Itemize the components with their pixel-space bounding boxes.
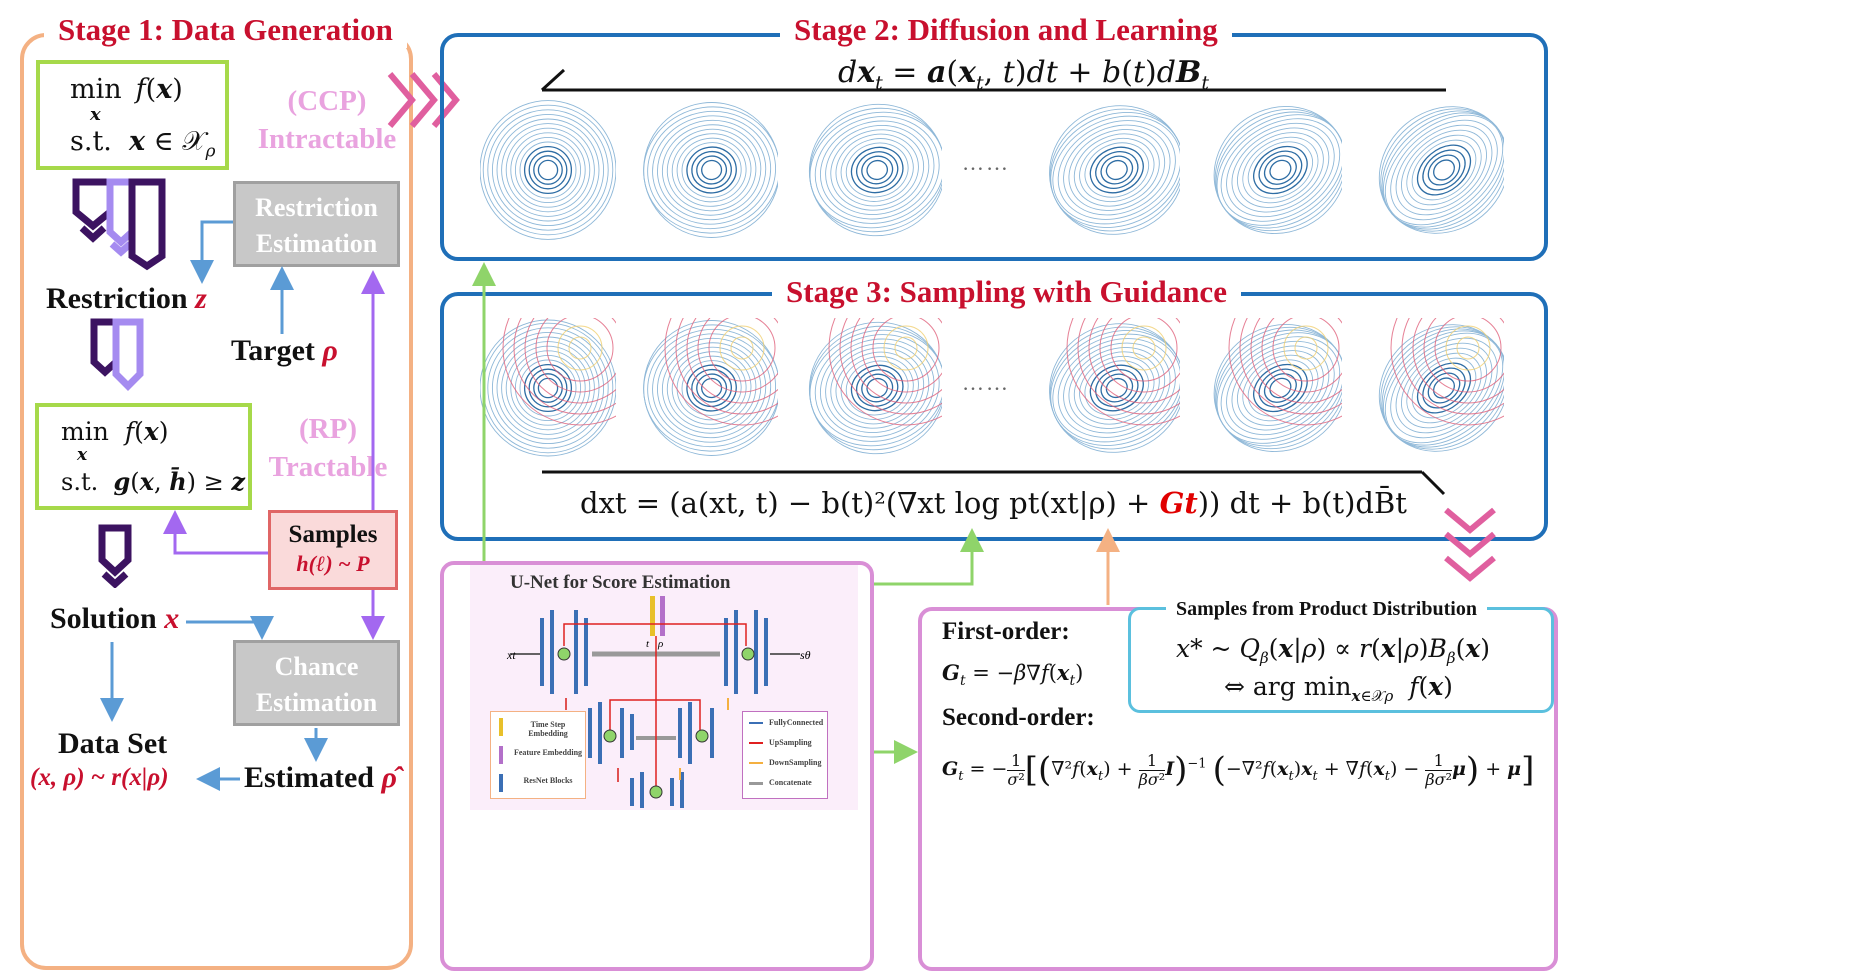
samples-expr: h(ℓ) ~ P <box>296 551 370 576</box>
unet-title: U-Net for Score Estimation <box>510 572 731 593</box>
legend-concatenate: Concatenate <box>769 778 812 787</box>
rp-label: (RP) Tractable <box>268 413 388 483</box>
first-order-expr: Gt = −β∇f(xt) <box>942 660 1084 690</box>
stage3-sde: dxt = (a(xt, t) − b(t)²(∇xt log pt(xt|ρ)… <box>580 486 1407 520</box>
stage2-time-arrow <box>540 68 1446 92</box>
stage3-contour-plots <box>480 318 1504 457</box>
unet-legend-right: FullyConnected UpSampling DownSampling C… <box>742 711 828 799</box>
estimated-label: Estimated ρ̂ <box>244 761 397 794</box>
product-line2: ⇔ arg minx∈𝒳ρ f(x) <box>1224 672 1453 705</box>
contour-plot <box>1378 106 1504 234</box>
flow-chevron-solution <box>98 524 132 588</box>
unet-architecture <box>510 596 800 808</box>
restriction-label: Restriction z <box>46 282 207 315</box>
product-line1: x* ~ Qβ(x|ρ) ∝ r(x|ρ)Bβ(x) <box>1176 634 1491 667</box>
stage1-title: Stage 1: Data Generation <box>44 12 407 48</box>
samples-box: Samples h(ℓ) ~ P <box>268 510 398 590</box>
first-order-title: First-order: <box>942 618 1070 645</box>
stage2-sde: dxt = a(xt, t)dt + b(t)dBt <box>838 55 1209 94</box>
unet-t-label: t <box>646 638 650 650</box>
samples-title: Samples <box>288 521 378 548</box>
contour-plot <box>1049 105 1180 235</box>
stage2-ellipsis: …… <box>962 150 1010 175</box>
stage2-title: Stage 2: Diffusion and Learning <box>780 12 1232 48</box>
flow-chevrons-mid <box>90 318 144 391</box>
ccp-min-subscript: x <box>90 104 101 125</box>
legend-fc: FullyConnected <box>769 718 824 727</box>
dataset-label: Data Set <box>58 727 168 760</box>
contour-plot <box>1213 106 1342 234</box>
stage1-arrows <box>100 220 385 791</box>
contour-plot <box>480 318 616 457</box>
contour-plot <box>480 100 616 240</box>
unet-legend-left: Time Step Embedding Feature Embedding Re… <box>490 711 586 799</box>
legend-time-step: Time Step Embedding <box>528 720 568 738</box>
stage3-ellipsis: …… <box>962 370 1010 395</box>
unet-input: xt <box>507 648 516 662</box>
stage2-contour-plots <box>480 100 1504 240</box>
product-title: Samples from Product Distribution <box>1166 598 1487 621</box>
solution-label: Solution x <box>50 602 180 635</box>
target-label: Target ρ <box>231 334 338 367</box>
stage3-time-arrow <box>542 470 1446 496</box>
unet-output: sθ <box>800 648 811 662</box>
contour-plot <box>1378 318 1504 452</box>
legend-upsampling: UpSampling <box>769 738 812 747</box>
contour-plot <box>1049 318 1180 453</box>
legend-resnet: ResNet Blocks <box>523 776 573 785</box>
rp-min-subscript: x <box>77 445 88 465</box>
guidance-term: Gt <box>1159 486 1198 520</box>
dataset-expr: (x, ρ) ~ r(x|ρ) <box>30 764 169 791</box>
legend-downsampling: DownSampling <box>769 758 822 767</box>
ccp-constraint: s.t. x ∈ 𝒳ρ <box>70 126 216 162</box>
chance-estimation-box: Chance Estimation <box>233 640 400 726</box>
unet-rho-label: ρ <box>658 638 664 650</box>
down-chevrons <box>1444 507 1496 582</box>
rp-constraint: s.t. g(x, h̄) ≥ z <box>61 467 246 496</box>
contour-plot <box>643 102 778 238</box>
ccp-label: (CCP) Intractable <box>257 85 397 155</box>
contour-plot <box>1213 318 1342 452</box>
contour-plot <box>643 318 778 456</box>
stage3-title: Stage 3: Sampling with Guidance <box>772 274 1241 310</box>
flow-chevrons-top <box>72 178 166 271</box>
contour-plot <box>808 103 942 237</box>
restriction-estimation-box: Restriction Estimation <box>233 181 400 267</box>
second-order-title: Second-order: <box>942 704 1095 731</box>
legend-feature: Feature Embedding <box>513 748 583 757</box>
contour-plot <box>808 318 942 455</box>
